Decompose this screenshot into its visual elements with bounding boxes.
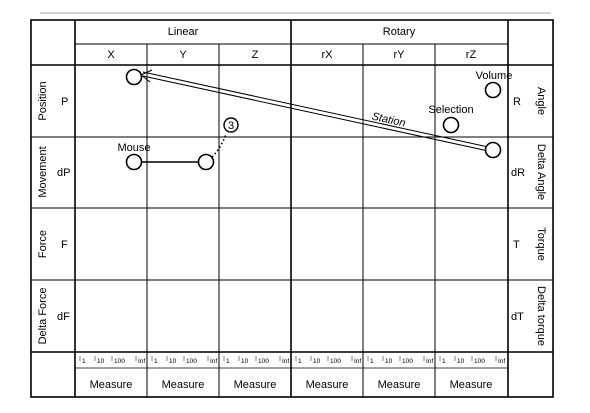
measure-tick-label: Inf	[138, 358, 145, 365]
row-code-dr: dR	[511, 167, 525, 179]
column-header-z: Z	[252, 49, 259, 61]
measure-tick-label: 10	[241, 358, 249, 365]
column-header-x: X	[107, 49, 115, 61]
measure-label: Measure	[306, 379, 349, 391]
wheel-badge	[223, 117, 239, 133]
measure-tick-label: 1	[298, 358, 302, 365]
wheel-badge-number: 3	[228, 120, 234, 132]
mouse-label: Mouse	[117, 142, 150, 154]
measure-tick-label: 1	[154, 358, 158, 365]
measure-label: Measure	[234, 379, 277, 391]
row-group-position: Position	[37, 81, 49, 120]
measure-tick-label: 10	[313, 358, 321, 365]
measure-tick-label: 100	[474, 358, 485, 365]
measure-tick-label: Inf	[498, 358, 505, 365]
measure-tick-label: 100	[330, 358, 341, 365]
measure-tick-label: Inf	[426, 358, 433, 365]
measure-tick-label: 100	[402, 358, 413, 365]
linear-header: Linear	[168, 26, 199, 38]
mouse-node-y	[197, 153, 215, 171]
measure-tick-label: 100	[258, 358, 269, 365]
measure-tick-label: Inf	[354, 358, 361, 365]
column-header-rx: rX	[322, 49, 334, 61]
mouse-node-x	[125, 153, 143, 171]
column-header-ry: rY	[394, 49, 406, 61]
measure-tick-label: 100	[114, 358, 125, 365]
measure-tick-label: 1	[82, 358, 86, 365]
rotary-header: Rotary	[383, 26, 416, 38]
row-group-delta-force: Delta Force	[37, 288, 49, 345]
station-line-b	[142, 71, 494, 149]
row-group-delta-torque: Delta torque	[535, 286, 547, 346]
measure-tick-label: 1	[442, 358, 446, 365]
column-header-y: Y	[179, 49, 187, 61]
row-code-dp: dP	[57, 167, 70, 179]
measure-tick-label: 10	[385, 358, 393, 365]
wheel-dotted-connector	[211, 133, 227, 158]
selection-label: Selection	[428, 104, 473, 116]
measure-tick-label: 10	[97, 358, 105, 365]
measure-label: Measure	[162, 379, 205, 391]
measure-tick-label: Inf	[282, 358, 289, 365]
measure-label: Measure	[450, 379, 493, 391]
volume-node	[484, 81, 502, 99]
measure-tick-label: 10	[169, 358, 177, 365]
measure-tick-label: 10	[457, 358, 465, 365]
measure-label: Measure	[378, 379, 421, 391]
measure-tick-label: Inf	[210, 358, 217, 365]
column-header-rz: rZ	[466, 49, 477, 61]
measure-tick-label: 1	[370, 358, 374, 365]
row-group-delta-angle: Delta Angle	[535, 144, 547, 200]
row-code-f: F	[61, 239, 68, 251]
volume-label: Volume	[476, 70, 513, 82]
measure-tick-label: 1	[226, 358, 230, 365]
row-code-t: T	[513, 239, 520, 251]
row-code-dt: dT	[511, 311, 524, 323]
row-code-df: dF	[57, 311, 70, 323]
row-group-force: Force	[37, 230, 49, 258]
measure-label: Measure	[90, 379, 133, 391]
row-group-movement: Movement	[37, 146, 49, 197]
measure-tick-label: 100	[186, 358, 197, 365]
station-node-rz-delta-angle	[484, 141, 502, 159]
selection-node	[442, 116, 460, 134]
row-group-torque: Torque	[535, 227, 547, 261]
row-code-r: R	[513, 96, 521, 108]
row-code-p: P	[61, 96, 68, 108]
row-group-angle: Angle	[535, 87, 547, 115]
station-line-a	[142, 75, 494, 153]
station-node-x-position	[125, 68, 143, 86]
